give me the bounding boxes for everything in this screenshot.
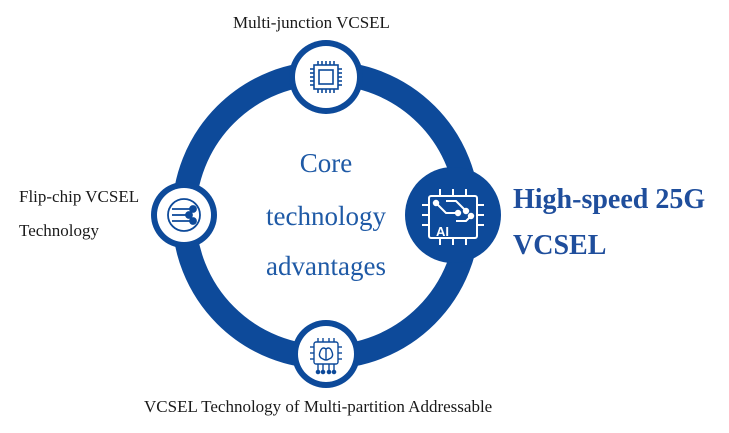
center-text-line1: Core	[299, 148, 353, 178]
bottom-node-label: VCSEL Technology of Multi-partition Addr…	[144, 397, 493, 416]
top-node	[289, 40, 363, 114]
top-node-label: Multi-junction VCSEL	[233, 13, 390, 32]
right-node-label-line2: VCSEL	[513, 230, 607, 261]
ai-circuit-icon	[422, 189, 484, 245]
brain-chip-icon	[310, 338, 342, 375]
left-node-label-line1: Flip-chip VCSEL	[19, 187, 140, 206]
center-text-line3: advantages	[266, 251, 386, 281]
chip-icon	[310, 61, 342, 93]
ai-icon-text: AI	[436, 224, 449, 239]
bottom-node	[292, 320, 360, 388]
left-node-label-line2: Technology	[19, 221, 100, 240]
flip-chip-icon	[167, 198, 201, 232]
center-text-line2: technology	[266, 201, 386, 231]
right-node: AI	[405, 167, 501, 263]
left-node	[151, 182, 217, 248]
right-node-label-line1: High-speed 25G	[513, 184, 706, 215]
